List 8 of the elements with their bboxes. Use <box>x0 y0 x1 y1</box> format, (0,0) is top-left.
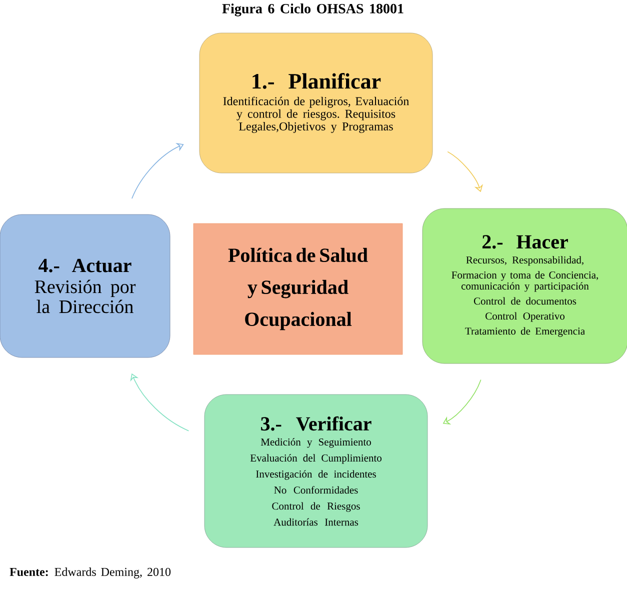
source-note: Fuente: Edwards Deming, 2010 <box>10 568 171 578</box>
arrow <box>132 142 184 199</box>
policy-box: Política de Salud y Seguridad Ocupacional <box>193 223 403 355</box>
figure-title: Figura 6 Ciclo OHSAS 18001 <box>222 4 404 16</box>
process-box: 4.- Actuar Revisión por la Dirección <box>0 214 170 358</box>
process-box: 3.- Verificar Medición y Seguimiento Evaluación del Cumplimiento Investigación de incidentes No Conformidades Control de Riesgos Auditorías Internas <box>204 394 428 548</box>
process-box: 1.- Planificar Identificación de peligros, Evaluación y control de riesgos. Requisitos Legales,Objetivos y Programas <box>199 32 433 174</box>
process-box: 2.- Hacer Recursos, Responsabilidad, Formacion y toma de Conciencia, comunicación y participación Control de documentos Control Operativo Tratamiento de Emergencia <box>422 208 627 364</box>
